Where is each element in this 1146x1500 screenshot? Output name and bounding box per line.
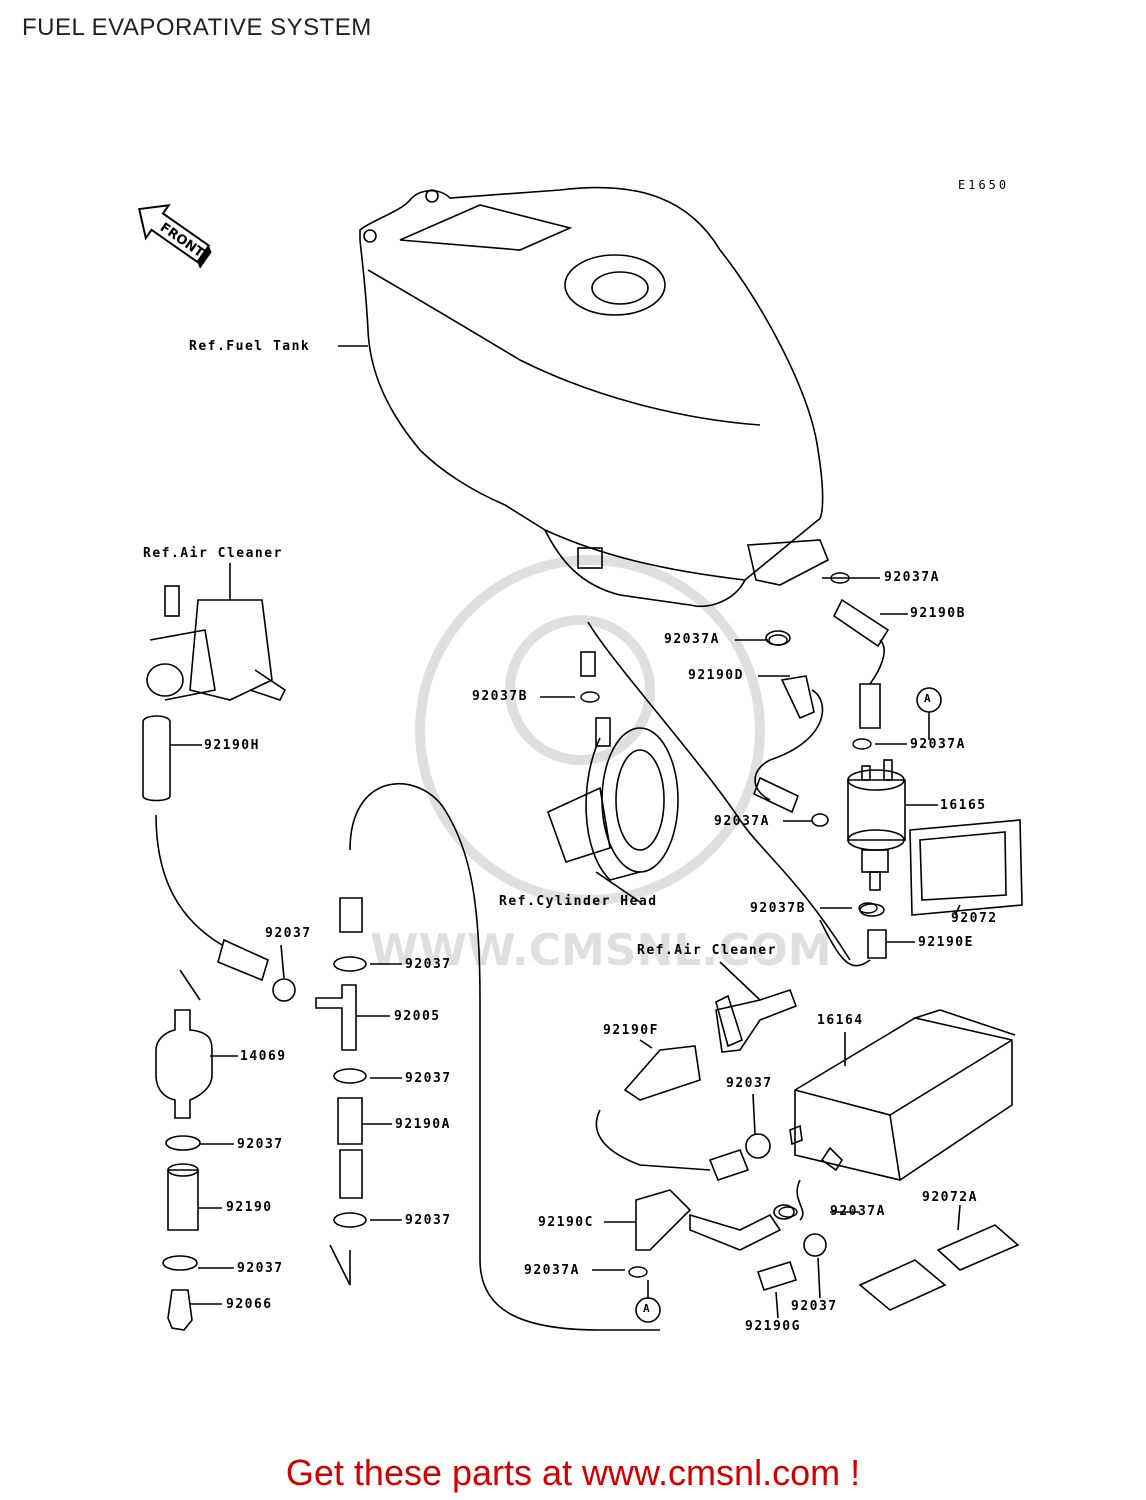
part-label: 92190C bbox=[538, 1215, 594, 1230]
part-label: 92037 bbox=[405, 1213, 452, 1228]
part-label: 16165 bbox=[940, 798, 987, 813]
part-label: 92072 bbox=[951, 911, 998, 926]
diagram-code: E1650 bbox=[958, 178, 1010, 192]
part-label: 92037A bbox=[524, 1263, 580, 1278]
connector-a-top: A bbox=[924, 692, 933, 705]
part-label: 92072A bbox=[922, 1190, 978, 1205]
part-label: 14069 bbox=[240, 1049, 287, 1064]
canister-16164-icon bbox=[794, 1009, 1016, 1181]
part-label: 92037A bbox=[884, 570, 940, 585]
fuel-tank-icon bbox=[359, 186, 830, 607]
part-label: 92037 bbox=[791, 1299, 838, 1314]
part-label: 92005 bbox=[394, 1009, 441, 1024]
part-label: 92190F bbox=[603, 1023, 659, 1038]
part-label: 92037 bbox=[237, 1261, 284, 1276]
part-label: 92037B bbox=[750, 901, 806, 916]
part-label: 92190B bbox=[910, 606, 966, 621]
part-label: 92037A bbox=[714, 814, 770, 829]
canister-16165-icon bbox=[847, 759, 906, 891]
part-label: 92037 bbox=[265, 926, 312, 941]
cylinder-head-intake-icon bbox=[546, 621, 851, 961]
part-label: 92037A bbox=[910, 737, 966, 752]
ref-cylinder-head-label: Ref.Cylinder Head bbox=[499, 894, 658, 909]
part-label: 92190E bbox=[918, 935, 974, 950]
air-cleaner-icon bbox=[146, 585, 287, 701]
part-label: 92190A bbox=[395, 1117, 451, 1132]
part-label: 92190H bbox=[204, 738, 260, 753]
part-label: 92037 bbox=[405, 1071, 452, 1086]
part-label: 92037 bbox=[726, 1076, 773, 1091]
part-label: 92037 bbox=[405, 957, 452, 972]
part-label: 92066 bbox=[226, 1297, 273, 1312]
part-label: 92190D bbox=[688, 668, 744, 683]
ref-air-cleaner-right-label: Ref.Air Cleaner bbox=[637, 943, 777, 958]
part-label: 92037A bbox=[830, 1204, 886, 1219]
watermark-text: WWW.CMSNL.COM bbox=[370, 925, 832, 976]
ref-fuel-tank-label: Ref.Fuel Tank bbox=[189, 339, 311, 354]
part-label: 92037A bbox=[664, 632, 720, 647]
watermark bbox=[415, 555, 765, 905]
call-to-action-link[interactable]: Get these parts at www.cmsnl.com ! bbox=[285, 1452, 861, 1493]
connector-a-bottom: A bbox=[643, 1302, 652, 1315]
part-label: 92037 bbox=[237, 1137, 284, 1152]
part-label: 16164 bbox=[817, 1013, 864, 1028]
front-arrow: FRONT bbox=[138, 204, 212, 269]
ref-air-cleaner-left-label: Ref.Air Cleaner bbox=[143, 546, 283, 561]
page-title: FUEL EVAPORATIVE SYSTEM bbox=[22, 14, 372, 41]
part-label: 92190G bbox=[745, 1319, 801, 1334]
part-label: 92190 bbox=[226, 1200, 273, 1215]
part-label: 92037B bbox=[472, 689, 528, 704]
